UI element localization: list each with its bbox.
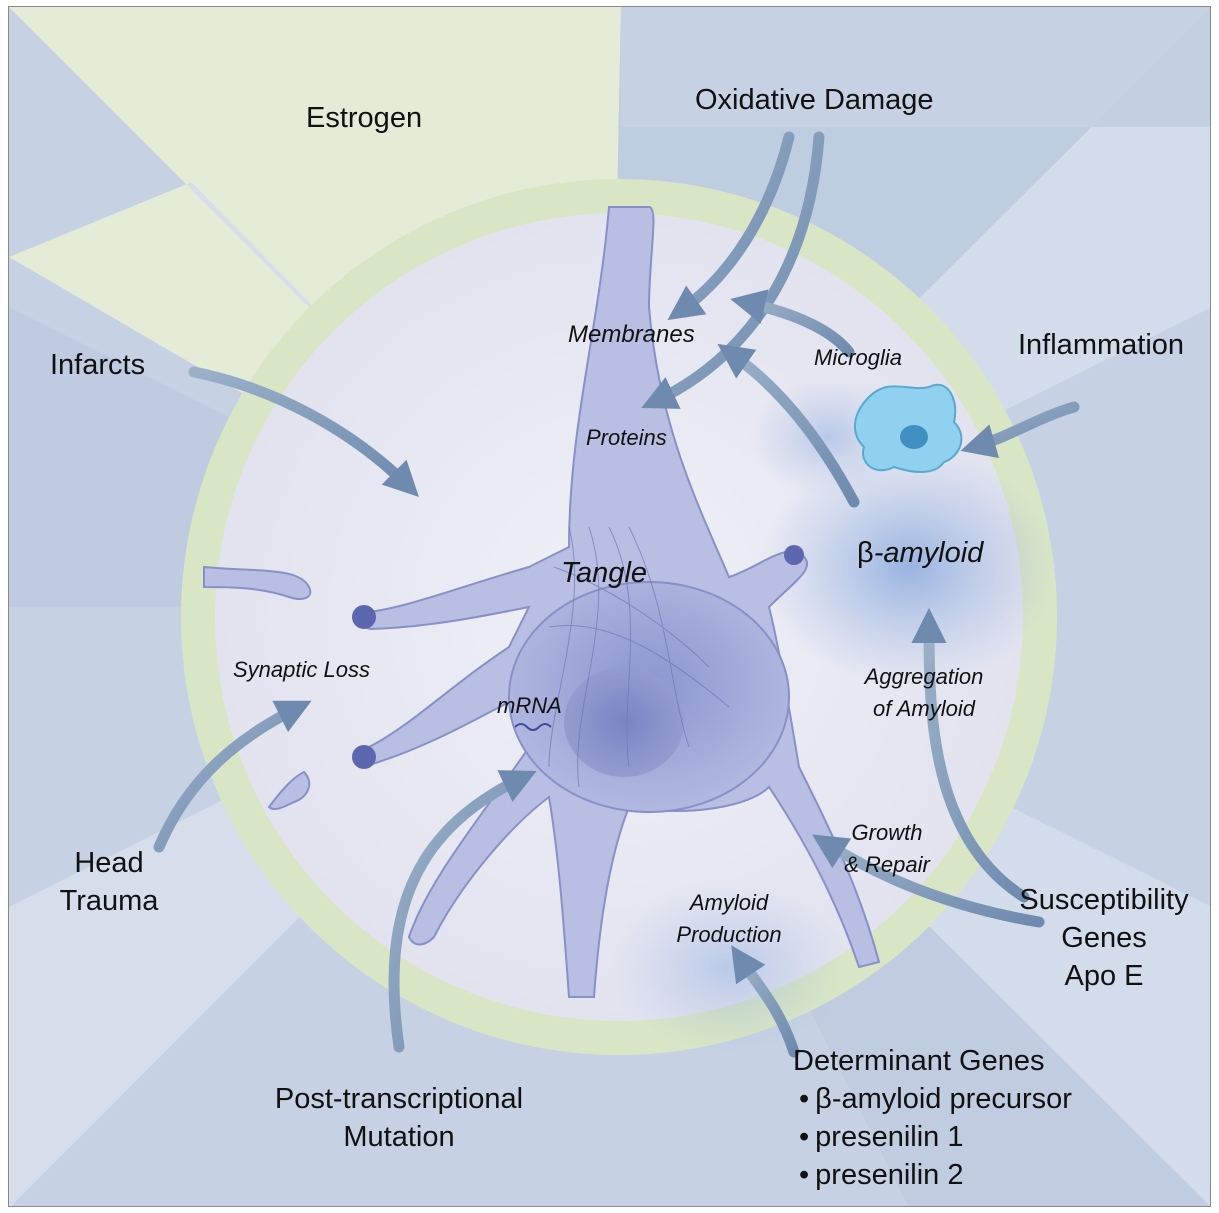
label-proteins: Proteins bbox=[586, 425, 667, 451]
neuron-illustration bbox=[9, 7, 1211, 1207]
diagram-frame: Estrogen Oxidative Damage Inflammation I… bbox=[8, 6, 1211, 1207]
label-mrna: mRNA bbox=[497, 693, 562, 719]
gene-item: presenilin 1 bbox=[799, 1118, 1072, 1156]
label-growth-and-repair: Growth & Repair bbox=[827, 817, 947, 881]
label-head-trauma: Head Trauma bbox=[49, 844, 169, 920]
label-synaptic-loss: Synaptic Loss bbox=[233, 657, 370, 683]
label-amyloid-production: Amyloid Production bbox=[664, 887, 794, 951]
determinant-genes-list: β-amyloid precursor presenilin 1 preseni… bbox=[799, 1080, 1072, 1194]
synapse-knob bbox=[784, 545, 804, 565]
label-microglia: Microglia bbox=[814, 345, 902, 371]
label-susceptibility-genes: Susceptibility Genes Apo E bbox=[999, 881, 1209, 995]
nucleus bbox=[564, 667, 684, 777]
label-estrogen: Estrogen bbox=[306, 102, 422, 135]
label-oxidative-damage: Oxidative Damage bbox=[695, 84, 934, 117]
synapse-knob bbox=[352, 745, 376, 769]
label-determinant-genes: Determinant Genes β-amyloid precursor pr… bbox=[793, 1042, 1072, 1194]
label-beta-amyloid: β-amyloid bbox=[857, 537, 983, 570]
label-inflammation: Inflammation bbox=[1018, 329, 1184, 362]
gene-item: β-amyloid precursor bbox=[799, 1080, 1072, 1118]
label-post-transcriptional-mutation: Post-transcriptional Mutation bbox=[259, 1080, 539, 1156]
gene-item: presenilin 2 bbox=[799, 1156, 1072, 1194]
label-infarcts: Infarcts bbox=[50, 349, 145, 382]
label-tangle: Tangle bbox=[561, 557, 647, 590]
synapse-knob bbox=[352, 605, 376, 629]
label-aggregation-of-amyloid: Aggregation of Amyloid bbox=[849, 661, 999, 725]
label-membranes: Membranes bbox=[568, 321, 695, 349]
